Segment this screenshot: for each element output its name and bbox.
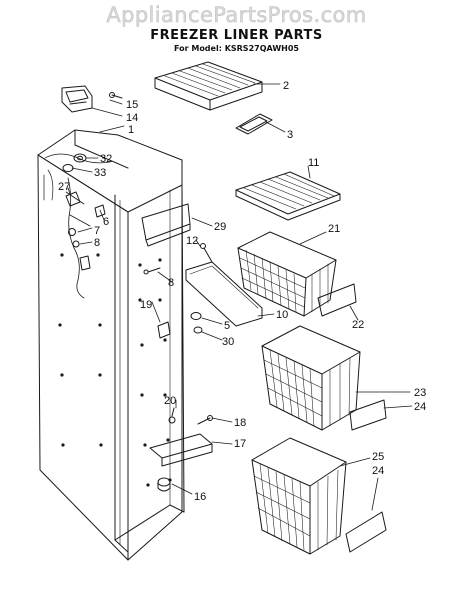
liner-fasteners — [62, 153, 106, 271]
callout-8-lower: 8 — [168, 277, 174, 289]
callout-30: 30 — [222, 336, 234, 348]
callout-11: 11 — [308, 157, 319, 169]
callout-22: 22 — [352, 319, 364, 331]
callout-2: 2 — [283, 80, 289, 92]
callout-19: 19 — [140, 299, 152, 311]
basket-front-panel-upper — [317, 283, 357, 317]
callout-12: 12 — [186, 235, 198, 247]
upper-hinge-bracket — [61, 85, 123, 113]
callout-24-lower: 24 — [372, 465, 384, 477]
callout-18: 18 — [234, 417, 246, 429]
callout-27: 27 — [58, 181, 70, 193]
callout-32: 32 — [100, 153, 112, 165]
callout-33: 33 — [94, 167, 106, 179]
callout-17: 17 — [234, 438, 246, 450]
callout-24-upper: 24 — [414, 401, 426, 413]
callout-5: 5 — [224, 320, 230, 332]
callout-14: 14 — [126, 112, 138, 124]
callout-15: 15 — [126, 99, 138, 111]
shelf-frame — [235, 113, 273, 135]
callout-6: 6 — [103, 216, 109, 228]
callout-20: 20 — [164, 395, 176, 407]
callout-8-upper: 8 — [94, 237, 100, 249]
callout-numbers: 2 3 15 14 1 11 32 33 27 6 7 8 29 12 21 8… — [58, 80, 426, 503]
callout-10: 10 — [276, 309, 288, 321]
callout-1: 1 — [128, 124, 134, 136]
diagram-subtitle: For Model: KSRS27QAWH05 — [173, 44, 299, 53]
leader-lines — [67, 83, 413, 511]
middle-basket — [261, 325, 361, 431]
bottom-basket — [251, 437, 347, 555]
upper-basket — [237, 231, 337, 317]
watermark: AppliancePartsPros.com — [106, 3, 367, 28]
top-shelf — [154, 61, 263, 111]
basket-front-panel-lower — [345, 511, 387, 553]
lower-liner-parts — [143, 267, 213, 492]
basket-rail — [185, 243, 263, 327]
callout-16: 16 — [194, 491, 206, 503]
callout-25: 25 — [372, 451, 384, 463]
diagram-title: FREEZER LINER PARTS — [150, 28, 323, 43]
freezer-liner — [37, 129, 185, 561]
wire-shelf — [235, 171, 341, 221]
callout-29: 29 — [214, 221, 226, 233]
callout-21: 21 — [328, 223, 340, 235]
callout-7: 7 — [94, 225, 100, 237]
callout-3: 3 — [287, 129, 293, 141]
callout-23: 23 — [414, 387, 426, 399]
trim-piece — [141, 203, 191, 247]
basket-front-panel-middle — [349, 399, 387, 431]
